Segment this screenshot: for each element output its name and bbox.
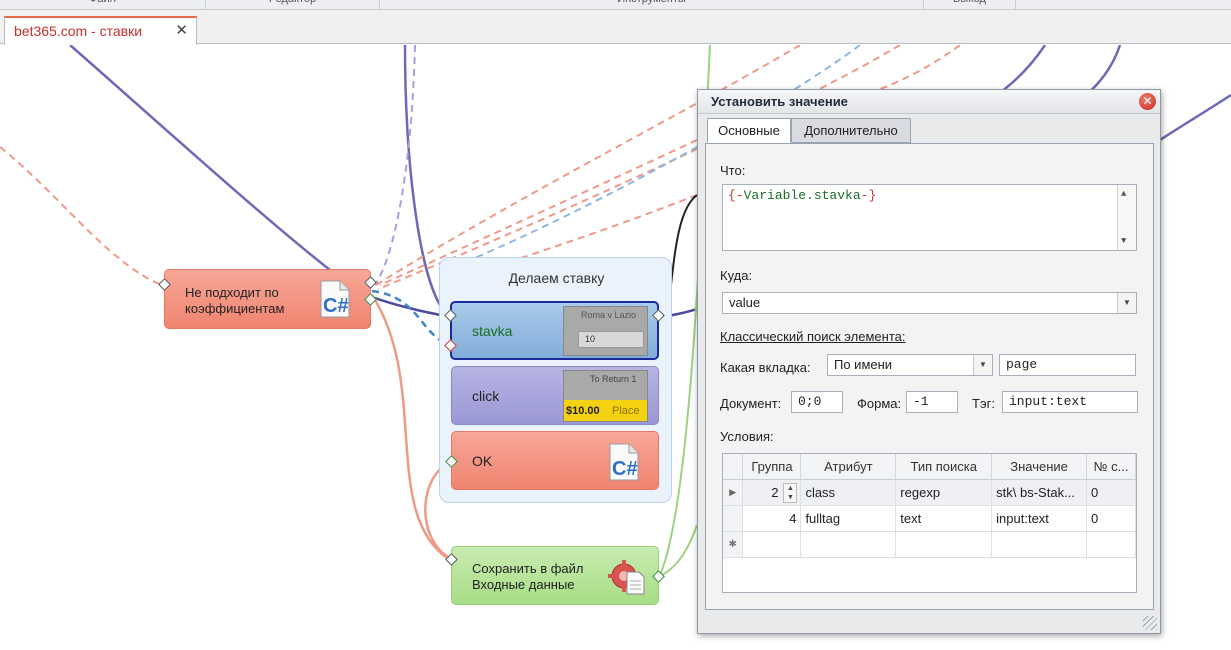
node-save-file-line1: Сохранить в файл bbox=[472, 561, 584, 576]
what-variable: Variable.stavka bbox=[743, 188, 861, 203]
node-not-fit[interactable]: Не подходит по коэффициентам C# bbox=[158, 269, 377, 329]
table-row[interactable]: ▶ 2 ▲▼ class regexp stk\ bs-Stak... 0 bbox=[723, 479, 1136, 506]
ribbon-group-file[interactable]: Файл bbox=[0, 0, 206, 10]
what-textarea[interactable]: {-Variable.stavka-} ▲ ▼ bbox=[722, 184, 1137, 251]
grid-header-value[interactable]: Значение bbox=[991, 454, 1088, 480]
which-tab-mode-value: По имени bbox=[834, 357, 893, 372]
ribbon-group-editor[interactable]: Редактор bbox=[206, 0, 380, 10]
what-scrollbar[interactable]: ▲ ▼ bbox=[1117, 185, 1136, 250]
what-brace-open: {- bbox=[728, 188, 744, 203]
dialog-panel: Что: {-Variable.stavka-} ▲ ▼ Куда: value… bbox=[705, 143, 1154, 610]
cell-number[interactable]: 0 bbox=[1086, 479, 1136, 506]
where-select[interactable]: value ▼ bbox=[722, 292, 1137, 314]
document-tab[interactable]: bet365.com - ставки ✕ bbox=[4, 16, 197, 45]
thumb-title: To Return 1 bbox=[590, 374, 637, 384]
ribbon-strip: Файл Редактор Инструменты Выход bbox=[0, 0, 1231, 10]
cell-empty[interactable] bbox=[742, 531, 802, 558]
row-indicator bbox=[723, 505, 744, 532]
new-row[interactable]: ✱ bbox=[723, 531, 1136, 558]
thumb-title: Roma v Lazio bbox=[581, 310, 637, 320]
tab-advanced[interactable]: Дополнительно bbox=[791, 118, 911, 143]
grid-header-indicator bbox=[723, 454, 744, 480]
csharp-icon: C# bbox=[609, 443, 639, 481]
node-not-fit-label: Не подходит по коэффициентам bbox=[185, 285, 285, 316]
cell-value[interactable]: input:text bbox=[991, 505, 1088, 532]
cell-empty[interactable] bbox=[1086, 531, 1136, 558]
classic-search-label: Классический поиск элемента: bbox=[720, 329, 906, 344]
conditions-grid[interactable]: Группа Атрибут Тип поиска Значение № с..… bbox=[722, 453, 1137, 593]
dialog-title: Установить значение bbox=[711, 94, 848, 109]
form-label: Форма: bbox=[857, 396, 902, 411]
ribbon-group-exit[interactable]: Выход bbox=[924, 0, 1016, 10]
thumb-value: 10 bbox=[578, 331, 644, 348]
row-pointer-icon: ▶ bbox=[723, 479, 744, 506]
cell-empty[interactable] bbox=[991, 531, 1088, 558]
cell-attribute[interactable]: class bbox=[800, 479, 897, 506]
which-tab-mode-select[interactable]: По имени ▼ bbox=[827, 354, 993, 376]
grid-header-row: Группа Атрибут Тип поиска Значение № с..… bbox=[723, 454, 1136, 480]
document-tabstrip: bet365.com - ставки ✕ bbox=[0, 10, 1231, 45]
grid-header-group[interactable]: Группа bbox=[742, 454, 802, 480]
scroll-up-icon[interactable]: ▲ bbox=[1121, 189, 1127, 199]
cell-attribute[interactable]: fulltag bbox=[800, 505, 897, 532]
conditions-label: Условия: bbox=[720, 429, 774, 444]
grid-header-attribute[interactable]: Атрибут bbox=[800, 454, 897, 480]
table-row[interactable]: 4 fulltag text input:text 0 bbox=[723, 505, 1136, 532]
node-save-file[interactable]: Сохранить в файл Входные данные bbox=[445, 546, 665, 605]
node-click-label: click bbox=[472, 388, 500, 404]
close-icon[interactable]: ✕ bbox=[1139, 93, 1156, 110]
node-stavka[interactable]: stavka Roma v Lazio 10 bbox=[444, 301, 665, 360]
node-save-file-line2: Входные данные bbox=[472, 577, 575, 592]
chevron-down-icon[interactable]: ▼ bbox=[973, 355, 992, 375]
gear-file-icon bbox=[608, 560, 645, 595]
thumb-amount: $10.00 bbox=[566, 405, 600, 417]
tab-main[interactable]: Основные bbox=[707, 118, 791, 143]
form-input[interactable]: -1 bbox=[906, 391, 958, 413]
where-value: value bbox=[729, 295, 761, 310]
node-ok[interactable]: OK C# bbox=[445, 431, 659, 490]
group-title: Делаем ставку bbox=[508, 270, 605, 286]
set-value-dialog[interactable]: Установить значение ✕ Основные Дополните… bbox=[697, 89, 1161, 634]
which-tab-label: Какая вкладка: bbox=[720, 360, 811, 375]
what-label: Что: bbox=[720, 163, 746, 178]
cell-search-type[interactable]: text bbox=[895, 505, 993, 532]
which-tab-input[interactable]: page bbox=[999, 354, 1136, 376]
what-brace-close: -} bbox=[860, 188, 877, 203]
document-tab-label: bet365.com - ставки bbox=[14, 23, 143, 39]
cell-group-value: 2 bbox=[771, 484, 779, 500]
close-icon[interactable]: ✕ bbox=[175, 22, 188, 39]
node-click[interactable]: click To Return 1 $10.00 Place bbox=[451, 366, 659, 425]
new-row-icon: ✱ bbox=[723, 531, 744, 558]
resize-grip[interactable] bbox=[1143, 616, 1157, 630]
node-stavka-label: stavka bbox=[472, 323, 513, 339]
csharp-icon: C# bbox=[320, 280, 350, 318]
svg-text:C#: C# bbox=[323, 295, 349, 317]
node-thumbnail: To Return 1 $10.00 Place bbox=[563, 370, 648, 422]
tag-input[interactable]: input:text bbox=[1002, 391, 1138, 413]
thumb-action: Place bbox=[612, 405, 640, 417]
group-spinner[interactable]: ▲▼ bbox=[783, 482, 798, 503]
cell-search-type[interactable]: regexp bbox=[895, 479, 993, 506]
grid-header-number[interactable]: № с... bbox=[1086, 454, 1136, 480]
dialog-titlebar[interactable]: Установить значение ✕ bbox=[698, 90, 1160, 114]
scroll-down-icon[interactable]: ▼ bbox=[1121, 236, 1127, 246]
cell-empty[interactable] bbox=[895, 531, 993, 558]
node-thumbnail: Roma v Lazio 10 bbox=[563, 306, 648, 356]
cell-empty[interactable] bbox=[800, 531, 897, 558]
where-label: Куда: bbox=[720, 268, 753, 283]
grid-header-search-type[interactable]: Тип поиска bbox=[895, 454, 993, 480]
ribbon-group-tools[interactable]: Инструменты bbox=[380, 0, 924, 10]
document-label: Документ: bbox=[720, 396, 782, 411]
cell-number[interactable]: 0 bbox=[1086, 505, 1136, 532]
chevron-down-icon[interactable]: ▼ bbox=[1117, 293, 1136, 313]
svg-text:C#: C# bbox=[612, 458, 638, 480]
cell-value[interactable]: stk\ bs-Stak... bbox=[991, 479, 1088, 506]
document-input[interactable]: 0;0 bbox=[791, 391, 843, 413]
tag-label: Тэг: bbox=[972, 396, 995, 411]
cell-group[interactable]: 4 bbox=[742, 505, 802, 532]
cell-group[interactable]: 2 ▲▼ bbox=[742, 479, 802, 506]
node-ok-label: OK bbox=[472, 453, 493, 469]
